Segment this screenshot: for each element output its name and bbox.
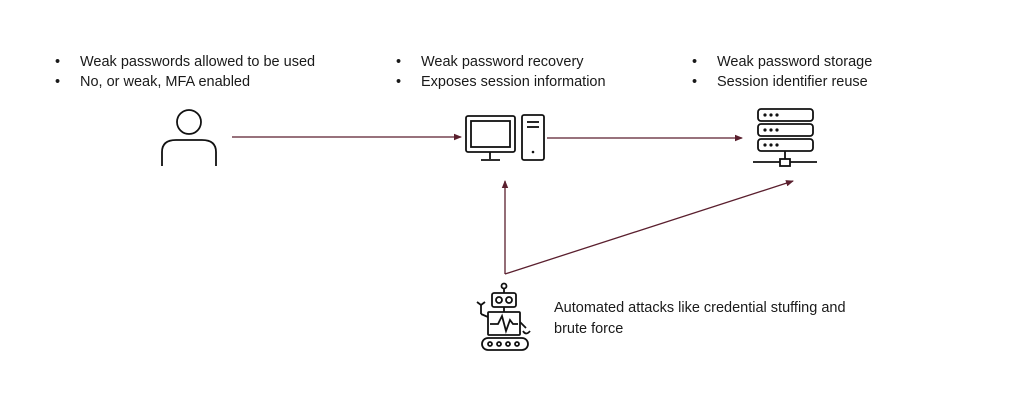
server-weakness-list: Weak password storage Session identifier… <box>690 52 872 92</box>
user-weakness-item: No, or weak, MFA enabled <box>53 72 315 92</box>
desktop-computer-icon <box>465 114 545 161</box>
server-weakness-item: Session identifier reuse <box>690 72 872 92</box>
server-icon <box>753 108 817 167</box>
user-weakness-item: Weak passwords allowed to be used <box>53 52 315 72</box>
bot-caption: Automated attacks like credential stuffi… <box>554 300 846 337</box>
bot-to-server-arrow <box>504 180 794 275</box>
computer-weakness-item: Weak password recovery <box>394 52 606 72</box>
computer-weakness-item: Exposes session information <box>394 72 606 92</box>
robot-icon <box>476 282 531 351</box>
computer-weakness-list: Weak password recovery Exposes session i… <box>394 52 606 92</box>
user-weakness-list: Weak passwords allowed to be used No, or… <box>53 52 315 92</box>
person-icon <box>161 109 217 166</box>
server-weakness-item: Weak password storage <box>690 52 872 72</box>
